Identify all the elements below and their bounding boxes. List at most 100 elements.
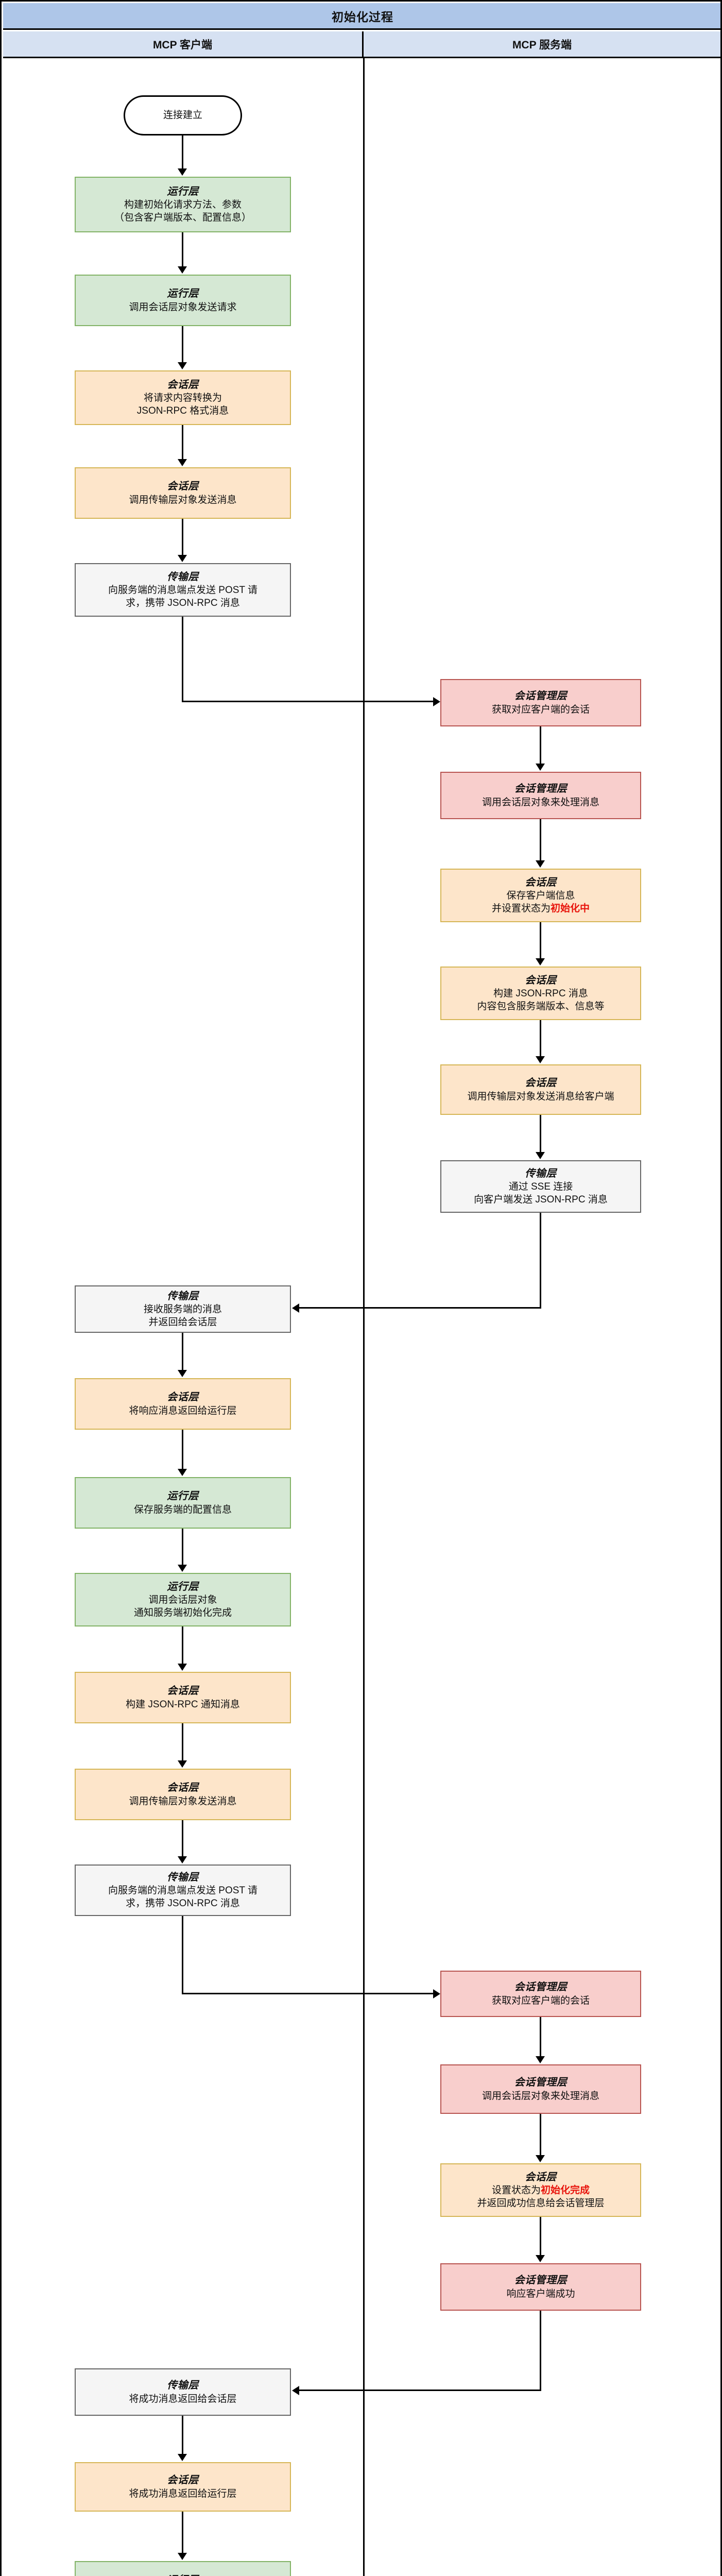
node-text-line2: 并返回给会话层 <box>148 1317 217 1328</box>
node-mgr-call-session-handle-1[interactable]: 会话管理层 调用会话层对象来处理消息 <box>440 772 641 819</box>
node-text-line1: 将请求内容转换为 <box>143 393 222 404</box>
node-text-line1-prefix: 设置状态为 <box>491 2185 541 2196</box>
arrowhead-n22 <box>536 2155 545 2162</box>
node-layer-label: 会话层 <box>167 1685 199 1697</box>
node-return-response-to-run-layer[interactable]: 会话层 将响应消息返回给运行层 <box>75 1378 291 1430</box>
connector-n22-n23 <box>540 2217 541 2258</box>
arrowhead-n15 <box>178 1469 187 1476</box>
node-text-line1: 保存服务端的配置信息 <box>133 1504 232 1515</box>
node-session-call-transport-send[interactable]: 会话层 调用传输层对象发送消息 <box>75 467 291 519</box>
arrowhead-n08 <box>536 764 545 771</box>
arrowhead-n21 <box>536 2056 545 2063</box>
lane-header-server: MCP 服务端 <box>364 31 720 57</box>
arrowhead-n24 <box>292 2386 299 2395</box>
connector-n20-n21 <box>540 2017 541 2059</box>
lane-header-client: MCP 客户端 <box>3 31 364 57</box>
node-text-line1: 通过 SSE 连接 <box>508 1181 573 1193</box>
node-layer-label: 运行层 <box>167 185 199 197</box>
connector-n04-n05 <box>182 425 183 462</box>
node-get-client-session-2[interactable]: 会话管理层 获取对应客户端的会话 <box>440 1971 641 2017</box>
node-return-success-to-run-layer[interactable]: 会话层 将成功消息返回给运行层 <box>75 2462 291 2512</box>
node-text-line1: 调用传输层对象发送消息给客户端 <box>467 1091 614 1102</box>
connector-n06-cross-horizontal <box>182 701 435 702</box>
node-text-line1: 调用会话层对象来处理消息 <box>482 2090 599 2102</box>
node-layer-label: 会话层 <box>167 1782 199 1794</box>
node-text-line2-prefix: 并设置状态为 <box>491 903 551 914</box>
node-call-session-send-request[interactable]: 运行层 调用会话层对象发送请求 <box>75 275 291 326</box>
arrowhead-n16 <box>178 1565 187 1572</box>
arrowhead-n02 <box>178 168 187 176</box>
node-layer-label: 会话层 <box>525 974 557 986</box>
arrowhead-n23 <box>536 2255 545 2262</box>
node-build-init-request[interactable]: 运行层 构建初始化请求方法、参数 （包含客户端版本、配置信息） <box>75 177 291 232</box>
connector-n02-n03 <box>182 232 183 269</box>
connector-n09-n10 <box>540 922 541 961</box>
node-get-client-session-1[interactable]: 会话管理层 获取对应客户端的会话 <box>440 679 641 726</box>
node-save-client-info-set-initializing[interactable]: 会话层 保存客户端信息 并设置状态为初始化中 <box>440 869 641 922</box>
node-receive-server-message[interactable]: 传输层 接收服务端的消息 并返回给会话层 <box>75 1285 291 1333</box>
node-text-line1: 将成功消息返回给会话层 <box>129 2393 237 2404</box>
node-transport-sse-send[interactable]: 传输层 通过 SSE 连接 向客户端发送 JSON-RPC 消息 <box>440 1160 641 1213</box>
node-layer-label: 运行层 <box>167 1581 199 1592</box>
arrowhead-n14 <box>178 1370 187 1377</box>
connector-n01-n02 <box>182 135 183 172</box>
node-start-label: 连接建立 <box>163 110 202 121</box>
node-layer-label: 传输层 <box>167 2380 199 2392</box>
node-layer-label: 会话管理层 <box>514 2077 568 2089</box>
node-start[interactable]: 连接建立 <box>124 95 242 135</box>
node-layer-label: 运行层 <box>167 2573 199 2576</box>
node-text-line2: 内容包含服务端版本、信息等 <box>477 1001 605 1012</box>
node-layer-label: 传输层 <box>525 1167 557 1179</box>
node-layer-label: 会话层 <box>167 481 199 493</box>
connector-n07-n08 <box>540 726 541 767</box>
node-text-line1: 设置状态为初始化完成 <box>492 2184 590 2197</box>
arrowhead-n09 <box>536 860 545 868</box>
node-build-jsonrpc-notification[interactable]: 会话层 构建 JSON-RPC 通知消息 <box>75 1672 291 1723</box>
connector-n24-n25 <box>182 2416 183 2457</box>
node-convert-to-jsonrpc[interactable]: 会话层 将请求内容转换为 JSON-RPC 格式消息 <box>75 370 291 425</box>
node-build-jsonrpc-response[interactable]: 会话层 构建 JSON-RPC 消息 内容包含服务端版本、信息等 <box>440 967 641 1020</box>
node-save-server-config[interactable]: 运行层 保存服务端的配置信息 <box>75 1477 291 1529</box>
node-transport-post-request[interactable]: 传输层 向服务端的消息端点发送 POST 请 求，携带 JSON-RPC 消息 <box>75 563 291 617</box>
node-layer-label: 会话层 <box>525 1077 557 1089</box>
node-layer-label: 会话管理层 <box>514 2275 568 2286</box>
node-mark-init-complete[interactable]: 运行层 标记初始化完成 <box>75 2561 291 2576</box>
connector-n25-n26 <box>182 2512 183 2556</box>
node-text-line1: 将成功消息返回给运行层 <box>129 2488 237 2499</box>
node-return-success-to-session[interactable]: 传输层 将成功消息返回给会话层 <box>75 2368 291 2416</box>
arrowhead-n12 <box>536 1152 545 1159</box>
node-text-line2: （包含客户端版本、配置信息） <box>114 212 251 224</box>
connector-n23-cross-horizontal <box>299 2389 541 2391</box>
node-text-line1: 调用会话层对象发送请求 <box>129 301 237 313</box>
node-notify-server-init-done[interactable]: 运行层 调用会话层对象 通知服务端初始化完成 <box>75 1573 291 1626</box>
arrowhead-n04 <box>178 362 187 369</box>
connector-n23-cross-vertical <box>540 2311 541 2391</box>
node-session-call-transport-send-2[interactable]: 会话层 调用传输层对象发送消息 <box>75 1769 291 1820</box>
arrowhead-n07 <box>433 697 440 706</box>
node-respond-client-success[interactable]: 会话管理层 响应客户端成功 <box>440 2263 641 2311</box>
connector-n21-n22 <box>540 2114 541 2158</box>
node-layer-label: 会话管理层 <box>514 690 568 702</box>
node-text-line2: 并返回成功信息给会话管理层 <box>477 2198 605 2209</box>
node-mgr-call-session-handle-2[interactable]: 会话管理层 调用会话层对象来处理消息 <box>440 2064 641 2114</box>
connector-n19-cross-vertical <box>182 1916 183 1994</box>
arrowhead-n25 <box>178 2454 187 2461</box>
lane-divider <box>363 58 365 2576</box>
node-set-status-initialized[interactable]: 会话层 设置状态为初始化完成 并返回成功信息给会话管理层 <box>440 2163 641 2217</box>
connector-n12-cross-horizontal <box>299 1307 541 1309</box>
node-text-line1: 调用传输层对象发送消息 <box>129 494 237 505</box>
connector-n06-cross-vertical <box>182 617 183 702</box>
connector-n15-n16 <box>182 1529 183 1568</box>
node-text-line1: 保存客户端信息 <box>506 890 575 902</box>
node-text-line1: 调用传输层对象发送消息 <box>129 1795 237 1807</box>
node-transport-post-request-2[interactable]: 传输层 向服务端的消息端点发送 POST 请 求，携带 JSON-RPC 消息 <box>75 1865 291 1916</box>
connector-n14-n15 <box>182 1430 183 1472</box>
node-text-line2: 向客户端发送 JSON-RPC 消息 <box>474 1194 608 1206</box>
node-text-line2: JSON-RPC 格式消息 <box>136 405 229 417</box>
node-session-send-to-client[interactable]: 会话层 调用传输层对象发送消息给客户端 <box>440 1064 641 1115</box>
connector-n03-n04 <box>182 326 183 365</box>
node-text-line1: 响应客户端成功 <box>506 2288 575 2299</box>
arrowhead-n10 <box>536 958 545 965</box>
node-layer-label: 运行层 <box>167 1490 199 1502</box>
